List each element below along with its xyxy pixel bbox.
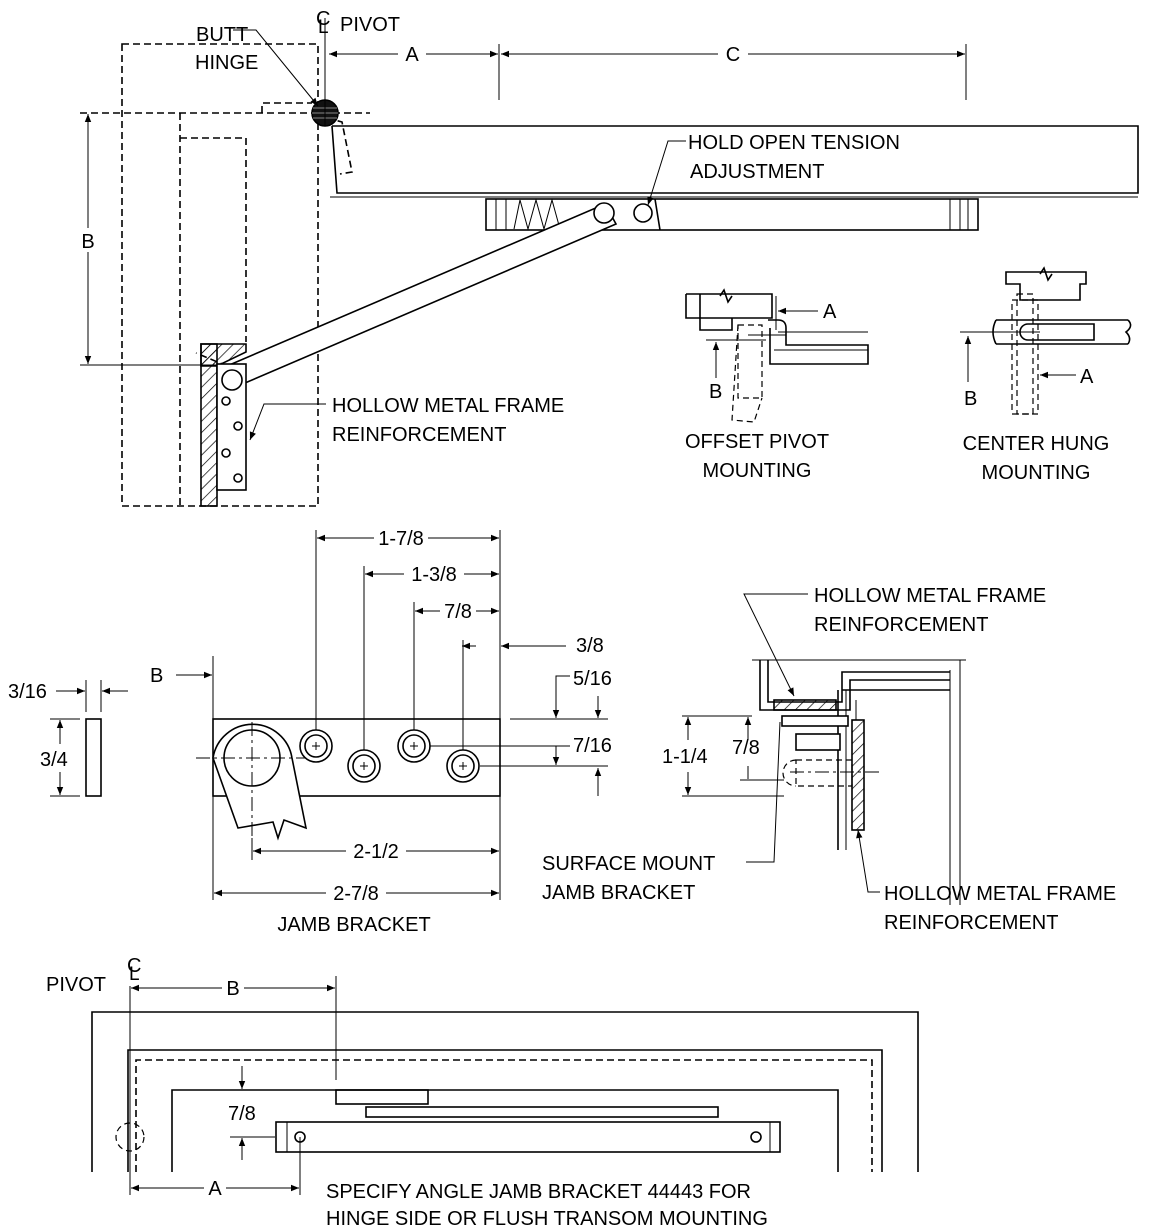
- hold-open-adjustment-icon: [633, 203, 653, 223]
- frame-outline-dashed: [121, 43, 319, 507]
- pivot-bottom-label: PIVOT: [46, 974, 106, 996]
- note-line-2: HINGE SIDE OR FLUSH TRANSOM MOUNTING: [326, 1208, 768, 1230]
- closer-spring: [513, 198, 561, 231]
- butt-hinge-label-2: HINGE: [195, 52, 258, 74]
- dim-7-8-bottom: 7/8: [228, 1103, 256, 1125]
- closer-arm: [225, 202, 618, 388]
- offset-pivot-title-1: OFFSET PIVOT: [685, 431, 829, 453]
- dim-3-8: 3/8: [576, 635, 604, 657]
- center-hung-title-1: CENTER HUNG: [963, 433, 1110, 455]
- surface-mount-section: 1-1/4 7/8 HOLLOW METAL FRAME REINFORCEME…: [542, 585, 1116, 934]
- hm-frame-2-label-2: REINFORCEMENT: [814, 614, 988, 636]
- frame-outer: [91, 1011, 919, 1172]
- cl-pivot-label: PIVOT: [340, 14, 400, 36]
- svg-text:C: C: [127, 955, 141, 977]
- hm-frame-2-label-1: HOLLOW METAL FRAME: [814, 585, 1046, 607]
- dim-2-7-8: 2-7/8: [333, 883, 379, 905]
- top-plan-view: A C B C L PIVOT BUTT HINGE HOLD OPEN TEN…: [80, 8, 1139, 507]
- jamb-reinforcement-hatch: [200, 343, 218, 507]
- surface-mount-label-1: SURFACE MOUNT: [542, 853, 715, 875]
- jamb-bracket-title: JAMB BRACKET: [277, 914, 430, 936]
- hm-frame-3-label-2: REINFORCEMENT: [884, 912, 1058, 934]
- dim-b-left: B: [81, 231, 94, 253]
- hm-frame-3-label-1: HOLLOW METAL FRAME: [884, 883, 1116, 905]
- side-reinforcement-hatch: [851, 719, 865, 831]
- center-dim-b: B: [964, 388, 977, 410]
- butt-hinge-label-1: BUTT: [196, 24, 248, 46]
- centerline-c: C: [316, 8, 330, 30]
- offset-dim-b: B: [709, 381, 722, 403]
- centerline-l: L: [318, 17, 329, 38]
- arm-pivot-circle: [593, 202, 615, 224]
- hold-open-label-2: ADJUSTMENT: [690, 161, 824, 183]
- closer-body: [485, 198, 979, 231]
- dim-2-1-2: 2-1/2: [353, 841, 399, 863]
- closer-body-elevation: [365, 1106, 719, 1118]
- door-panel: [331, 125, 1139, 194]
- dim-7-16: 7/16: [573, 735, 612, 757]
- arm-elevation: [275, 1121, 781, 1153]
- jamb-bracket-detail: 1-7/8 1-3/8 7/8 3/8 5/16 7/16 B 2-1/2: [8, 528, 612, 936]
- note-line-1: SPECIFY ANGLE JAMB BRACKET 44443 FOR: [326, 1181, 751, 1203]
- surface-mount-label-2: JAMB BRACKET: [542, 882, 695, 904]
- dim-7-8-top: 7/8: [444, 601, 472, 623]
- hold-open-label-1: HOLD OPEN TENSION: [688, 132, 900, 154]
- center-dim-a: A: [1080, 366, 1094, 388]
- hm-frame-label-2: REINFORCEMENT: [332, 424, 506, 446]
- dim-5-16: 5/16: [573, 668, 612, 690]
- hm-frame-label-1: HOLLOW METAL FRAME: [332, 395, 564, 417]
- offset-dim-a: A: [823, 301, 837, 323]
- svg-text:L: L: [129, 964, 140, 985]
- dim-b-jamb: B: [150, 665, 163, 687]
- dim-1-3-8: 1-3/8: [411, 564, 457, 586]
- center-hung-title-2: MOUNTING: [982, 462, 1091, 484]
- dim-3-4: 3/4: [40, 749, 68, 771]
- dim-1-7-8: 1-7/8: [378, 528, 424, 550]
- offset-pivot-detail: A B OFFSET PIVOT MOUNTING: [685, 288, 869, 482]
- bracket-side-profile: [85, 718, 102, 797]
- dim-1-1-4: 1-1/4: [662, 746, 708, 768]
- dim-a-top: A: [405, 44, 419, 66]
- dim-7-8-surface: 7/8: [732, 737, 760, 759]
- dim-c: C: [726, 44, 740, 66]
- dim-3-16: 3/16: [8, 681, 47, 703]
- center-hung-detail: B A CENTER HUNG MOUNTING: [960, 266, 1132, 484]
- dim-b-bottom: B: [226, 978, 239, 1000]
- dim-a-bottom: A: [208, 1178, 222, 1200]
- surface-reinforcement-hatch: [773, 699, 837, 711]
- offset-pivot-title-2: MOUNTING: [703, 460, 812, 482]
- bottom-elevation-view: PIVOT C L B 7/8 A SPECIFY ANGLE JAMB BRA…: [46, 955, 919, 1230]
